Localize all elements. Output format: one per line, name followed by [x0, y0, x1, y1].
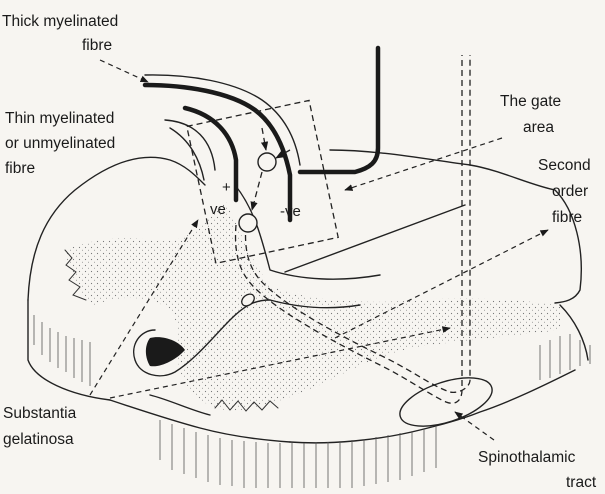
substantia-label-1: Substantia	[3, 405, 77, 422]
cut-surface-bottom	[160, 420, 436, 488]
gate-label-1: The gate	[500, 93, 561, 110]
negative-ve-label: -ve	[280, 203, 301, 220]
second-order-label-3: fibre	[552, 209, 582, 226]
cut-surface-left	[34, 315, 90, 386]
incoming-fibres	[145, 48, 378, 220]
interneuron-upper	[258, 153, 276, 171]
thin-fibre-label-2: or unmyelinated	[5, 135, 115, 152]
plus-sign: +	[222, 179, 231, 196]
spinothalamic-label-2: tract	[566, 474, 597, 491]
second-order-label-2: order	[552, 183, 588, 200]
gate-label-2: area	[523, 119, 554, 136]
interneuron-lower	[239, 214, 257, 232]
spinothalamic-label-1: Spinothalamic	[478, 449, 576, 466]
thin-fibre-label-1: Thin myelinated	[5, 110, 114, 127]
thin-fibre-label-3: fibre	[5, 160, 35, 177]
thick-fibre-label-2: fibre	[82, 37, 112, 54]
second-order-label-1: Second	[538, 157, 591, 174]
thick-fibre-label-1: Thick myelinated	[2, 13, 118, 30]
positive-ve-label: ve	[210, 201, 226, 218]
substantia-gelatinosa-region	[65, 200, 560, 410]
substantia-label-2: gelatinosa	[3, 431, 74, 448]
spinal-cord-section	[28, 150, 590, 488]
